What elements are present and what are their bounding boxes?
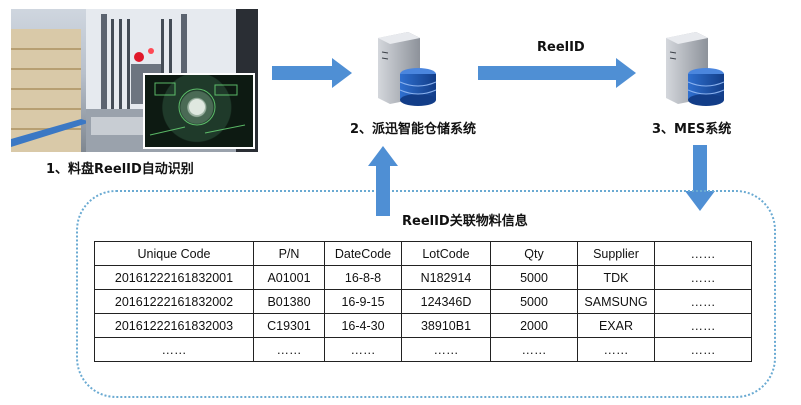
- reelid-arrow-label: ReelID: [537, 40, 585, 55]
- header-more: ……: [654, 241, 752, 266]
- cell-lotcode: 124346D: [401, 289, 491, 314]
- table-row: 20161222161832001 A01001 16-8-8 N182914 …: [94, 265, 752, 290]
- warehouse-server-database-icon: [378, 32, 437, 106]
- cell-supplier: ……: [577, 337, 655, 362]
- cell-supplier: EXAR: [577, 313, 655, 338]
- cell-unique-code: 20161222161832001: [94, 265, 254, 290]
- arrow-up-to-warehouse-system: [368, 146, 398, 216]
- step1-label: 1、料盘ReelID自动识别: [46, 162, 194, 177]
- cell-qty: ……: [490, 337, 578, 362]
- cell-lotcode: N182914: [401, 265, 491, 290]
- material-info-table: Unique Code P/N DateCode LotCode Qty Sup…: [94, 241, 752, 362]
- cell-pn: A01001: [253, 265, 325, 290]
- table-row: 20161222161832003 C19301 16-4-30 38910B1…: [94, 313, 752, 338]
- scanner-view-illustration: [149, 82, 246, 136]
- cell-datecode: 16-4-30: [324, 313, 402, 338]
- cell-lotcode: 38910B1: [401, 313, 491, 338]
- cell-more: ……: [654, 313, 752, 338]
- arrow-to-warehouse-system: [272, 58, 352, 88]
- cell-qty: 5000: [490, 289, 578, 314]
- reelid-material-info-label: ReelID关联物料信息: [402, 214, 528, 229]
- header-datecode: DateCode: [324, 241, 402, 266]
- mes-server-database-icon: [666, 32, 725, 106]
- table-header-row: Unique Code P/N DateCode LotCode Qty Sup…: [94, 241, 752, 266]
- cell-more: ……: [654, 337, 752, 362]
- cell-unique-code: ……: [94, 337, 254, 362]
- cell-unique-code: 20161222161832003: [94, 313, 254, 338]
- cell-pn: ……: [253, 337, 325, 362]
- table-row: 20161222161832002 B01380 16-9-15 124346D…: [94, 289, 752, 314]
- header-supplier: Supplier: [577, 241, 655, 266]
- cell-supplier: TDK: [577, 265, 655, 290]
- scanner-camera-inset: [143, 73, 255, 149]
- cell-pn: B01380: [253, 289, 325, 314]
- step2-label: 2、派迅智能仓储系统: [350, 122, 477, 137]
- cell-qty: 2000: [490, 313, 578, 338]
- cell-more: ……: [654, 289, 752, 314]
- header-pn: P/N: [253, 241, 325, 266]
- header-unique-code: Unique Code: [94, 241, 254, 266]
- cell-more: ……: [654, 265, 752, 290]
- step3-label: 3、MES系统: [652, 122, 732, 137]
- header-qty: Qty: [490, 241, 578, 266]
- cell-datecode: 16-9-15: [324, 289, 402, 314]
- table-row: …… …… …… …… …… …… ……: [94, 337, 752, 362]
- cell-supplier: SAMSUNG: [577, 289, 655, 314]
- cell-lotcode: ……: [401, 337, 491, 362]
- arrow-down-from-mes: [685, 145, 715, 211]
- reel-id-recognition-photo: [11, 9, 258, 152]
- material-info-container: [76, 190, 776, 398]
- arrow-to-mes-system: [478, 58, 636, 88]
- header-lotcode: LotCode: [401, 241, 491, 266]
- cell-pn: C19301: [253, 313, 325, 338]
- cell-qty: 5000: [490, 265, 578, 290]
- cell-datecode: ……: [324, 337, 402, 362]
- cell-unique-code: 20161222161832002: [94, 289, 254, 314]
- cell-datecode: 16-8-8: [324, 265, 402, 290]
